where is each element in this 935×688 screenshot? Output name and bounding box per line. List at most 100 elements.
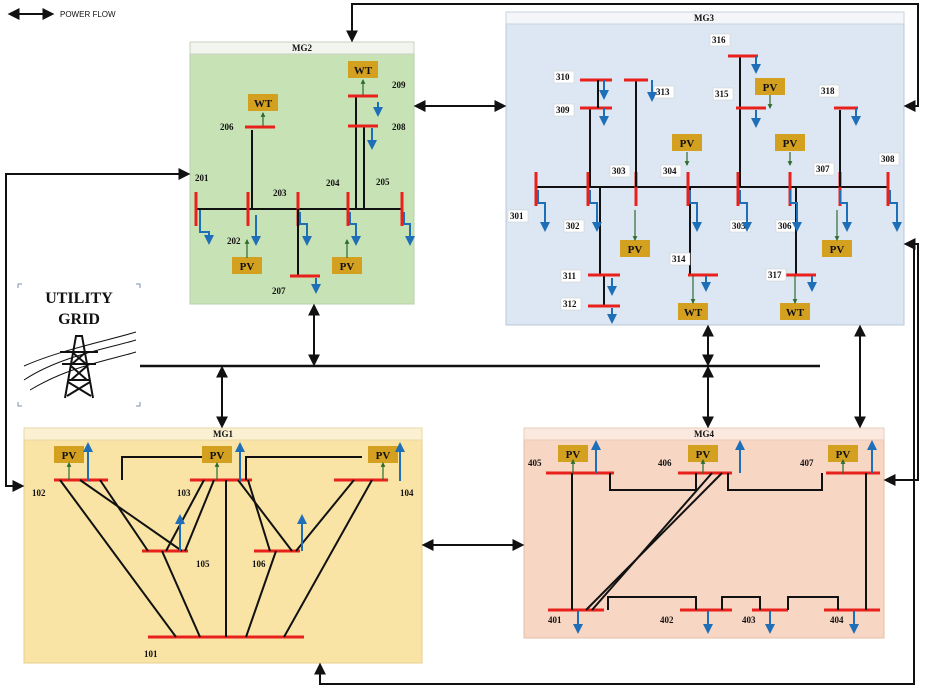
link-mg1-mg4-bottom (314, 246, 915, 685)
mg1-panel: MG1 (23, 427, 423, 664)
node-label-301: 301 (510, 211, 524, 221)
source-box-bg (348, 61, 378, 78)
source-label: PV (696, 449, 711, 461)
source-label: WT (786, 307, 805, 319)
node-label-box (553, 70, 575, 84)
node-label-312: 312 (563, 299, 577, 309)
node-label-401: 401 (548, 615, 562, 625)
source-label: PV (763, 82, 778, 94)
node-label-202: 202 (227, 236, 241, 246)
mg4-pv-405: PV (558, 445, 588, 462)
load-arrow (349, 212, 361, 246)
node-label-206: 206 (220, 122, 234, 132)
node-label-105: 105 (196, 559, 210, 569)
feeder-line (721, 596, 761, 610)
node-label-305: 305 (732, 221, 746, 231)
link-mg2-mg3-top (346, 3, 919, 112)
node-label-309: 309 (556, 105, 570, 115)
feeder-line (161, 550, 201, 638)
source-box-bg (332, 257, 362, 274)
mg4-title: MG4 (694, 429, 714, 439)
node-label-407: 407 (800, 458, 814, 468)
source-box-bg (672, 134, 702, 151)
feeder-line (247, 479, 271, 552)
node-label-308: 308 (881, 154, 895, 164)
node-label-208: 208 (392, 122, 406, 132)
source-label: PV (62, 450, 77, 462)
source-label: PV (783, 138, 798, 150)
source-box-bg (755, 78, 785, 95)
node-label-box (818, 84, 840, 98)
node-label-205: 205 (376, 177, 390, 187)
mg1-title: MG1 (213, 429, 233, 439)
feeder-line (607, 596, 697, 610)
source-box-bg (688, 445, 718, 462)
feeder-line (99, 479, 149, 552)
node-label-box (712, 87, 734, 101)
node-label-306: 306 (778, 221, 792, 231)
node-label-302: 302 (566, 221, 580, 231)
node-label-402: 402 (660, 615, 674, 625)
node-label-104: 104 (400, 488, 414, 498)
feeder-line (237, 479, 293, 552)
load-arrow (403, 212, 415, 246)
utility-grid: UTILITY GRID (17, 283, 141, 407)
node-label-316: 316 (712, 35, 726, 45)
feeder-line (121, 456, 206, 480)
link-mg3-mg4-right (883, 238, 919, 486)
node-label-405: 405 (528, 458, 542, 468)
node-label-204: 204 (326, 178, 340, 188)
source-box-bg (828, 445, 858, 462)
mg2-panel: MG2 (189, 41, 415, 305)
source-box-bg (558, 445, 588, 462)
mg3-pv-306: PV (775, 134, 805, 151)
mg2-title: MG2 (292, 43, 312, 53)
load-arrow (589, 190, 602, 232)
mg3-pv-307: PV (822, 240, 852, 257)
load-arrow (689, 190, 702, 232)
node-label-box (560, 269, 582, 283)
node-label-box (560, 297, 582, 311)
load-arrow (839, 190, 852, 232)
source-label: PV (628, 244, 643, 256)
node-label-317: 317 (768, 270, 782, 280)
node-label-318: 318 (821, 86, 835, 96)
node-label-303: 303 (612, 166, 626, 176)
node-label-box (553, 103, 575, 117)
source-label: PV (240, 261, 255, 273)
feeder-line (79, 479, 183, 552)
source-box-bg (775, 134, 805, 151)
source-label: PV (830, 244, 845, 256)
source-label: PV (836, 449, 851, 461)
node-label-404: 404 (830, 615, 844, 625)
mg2-pv-1: PV (232, 257, 262, 274)
node-label-307: 307 (816, 164, 830, 174)
feeder-line (59, 479, 177, 638)
feeder-line (165, 479, 205, 552)
power-flow-links (5, 3, 919, 685)
source-label: WT (684, 307, 703, 319)
node-label-102: 102 (32, 488, 46, 498)
node-label-311: 311 (563, 271, 577, 281)
mg1-pv-103: PV (202, 446, 232, 463)
source-box-bg (248, 94, 278, 111)
feeder-line (591, 472, 713, 611)
source-label: PV (340, 261, 355, 273)
mg1-pv-102: PV (54, 446, 84, 463)
mg3-wt-314: WT (678, 303, 708, 320)
feeder-line (295, 479, 355, 552)
node-label-304: 304 (663, 166, 677, 176)
utility-grid-label-1: UTILITY (45, 290, 113, 307)
load-arrow (889, 190, 902, 232)
mg3-pv-304: PV (672, 134, 702, 151)
source-box-bg (232, 257, 262, 274)
node-label-box (765, 268, 787, 282)
load-arrow (537, 190, 550, 232)
mg2-wt-2: WT (348, 61, 378, 78)
node-label-box (507, 209, 529, 223)
link-mg1-mg2 (5, 168, 191, 492)
load-arrow (199, 210, 214, 245)
feeder-line (283, 479, 373, 638)
mg4-pv-407: PV (828, 445, 858, 462)
